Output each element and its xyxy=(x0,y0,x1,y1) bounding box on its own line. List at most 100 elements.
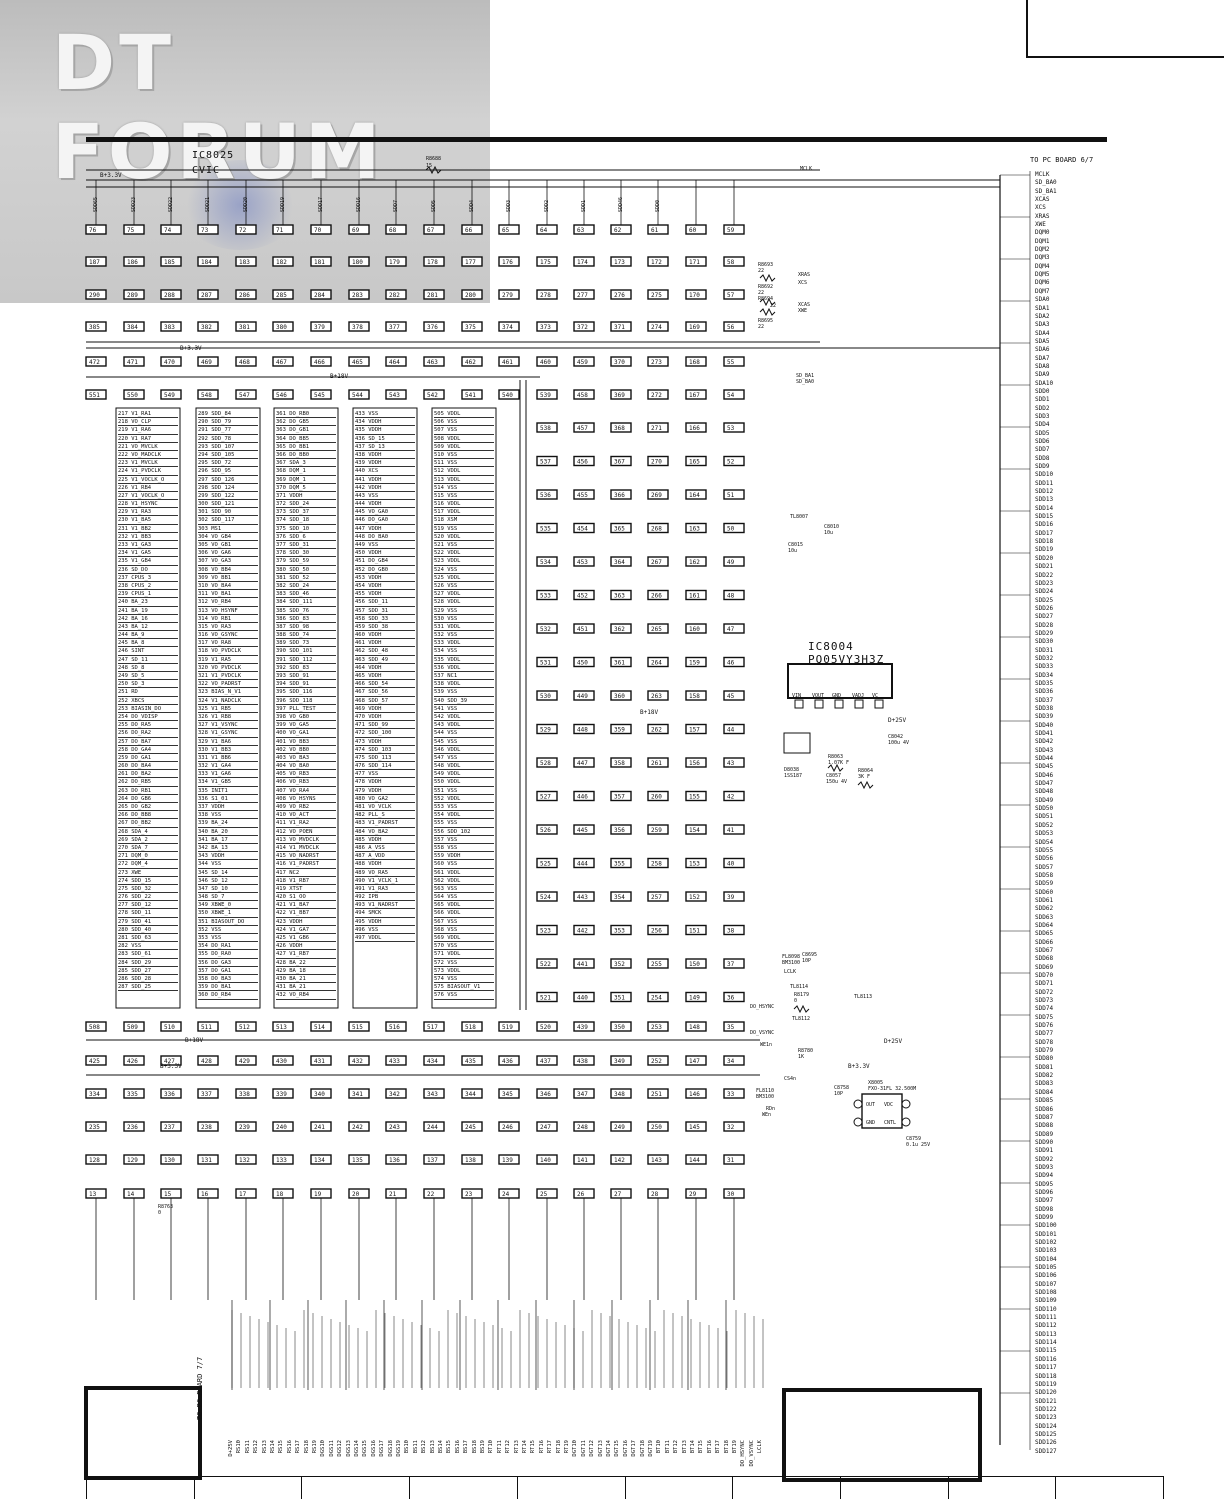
pin-table-row: 271 DQM_0 xyxy=(118,852,178,861)
connector-signal: SDA8 xyxy=(1035,362,1050,370)
pin-table-row: 571 VDDL xyxy=(434,950,494,959)
pin-pad xyxy=(85,1121,107,1132)
pin-table-row: 337 VDDH xyxy=(198,803,258,812)
pin-table-row: 302 SDD_117 xyxy=(198,516,258,525)
schematic-label: 144 xyxy=(689,1157,700,1164)
pin-table-row: 242 BA_16 xyxy=(118,615,178,623)
pin-table-row: 261 DO_BA2 xyxy=(118,770,178,779)
connector-signal: SDD1 xyxy=(1035,396,1050,404)
pin-table-row: 531 VDDL xyxy=(434,623,494,632)
schematic-label: R8763 xyxy=(158,1204,173,1210)
pin-table-row: 465 VDDH xyxy=(355,672,415,681)
pin-pad xyxy=(461,289,483,300)
connector-signal: SDD86 xyxy=(1035,1105,1054,1113)
connector-signal: SDD56 xyxy=(1035,855,1054,863)
schematic-label: 285 xyxy=(276,292,287,299)
schematic-label: 137 xyxy=(427,1157,438,1164)
schematic-label: 355 xyxy=(614,861,625,868)
bottom-connector-signal: BT19 xyxy=(732,1440,738,1454)
pin-table-row: 551 VSS xyxy=(434,787,494,795)
pin-table-row: 230 V1_BA5 xyxy=(118,516,178,525)
schematic-label: 50 xyxy=(727,526,735,533)
schematic-label: 470 xyxy=(164,359,175,366)
regulator-pin xyxy=(814,699,824,709)
schematic-label: 71 xyxy=(276,227,284,234)
schematic-label: 466 xyxy=(314,359,325,366)
schematic-label: 148 xyxy=(689,1024,700,1031)
schematic-label: 372 xyxy=(577,324,588,331)
pin-pad xyxy=(197,389,219,400)
connector-signal: SDD125 xyxy=(1035,1430,1057,1438)
pin-pad xyxy=(647,924,669,936)
pin-table-row: 283 SDD_61 xyxy=(118,950,178,959)
pin-table-row: 570 VSS xyxy=(434,942,494,951)
pin-table-row: 285 SDD_27 xyxy=(118,967,178,975)
connector-signal: SDD61 xyxy=(1035,896,1054,904)
title-block xyxy=(86,1476,1165,1499)
schematic-label: 430 xyxy=(276,1058,287,1065)
schematic-label: 63 xyxy=(577,227,585,234)
pin-table-row: 492 IPB xyxy=(355,893,415,902)
pin-pad xyxy=(536,857,558,869)
pin-table-row: 217 V1_RA1 xyxy=(118,410,178,419)
connector-signal: SDA6 xyxy=(1035,346,1050,354)
pin-pad xyxy=(272,1121,294,1132)
schematic-label: GND xyxy=(866,1120,875,1126)
pin-pad xyxy=(536,1088,558,1099)
schematic-label: 377 xyxy=(389,324,400,331)
connector-signal: SDD44 xyxy=(1035,755,1054,763)
pin-table-row: 250 SD_3 xyxy=(118,680,178,689)
pin-pad xyxy=(235,356,257,367)
pin-table-row: 308 VO_BB4 xyxy=(198,566,258,574)
pin-pad xyxy=(423,1055,445,1066)
schematic-label: 32 xyxy=(727,1124,735,1131)
pin-pad xyxy=(385,289,407,300)
schematic-label: 246 xyxy=(502,1124,513,1131)
schematic-label: 46 xyxy=(727,660,735,667)
pin-pad xyxy=(272,1088,294,1099)
pin-table-row: 404 VO_BA0 xyxy=(276,762,336,771)
connector-signal: SDD124 xyxy=(1035,1422,1057,1430)
schematic-label: 362 xyxy=(614,626,625,633)
connector-signal: SDD14 xyxy=(1035,504,1054,512)
pin-table-row: 362 DO_GB5 xyxy=(276,418,336,427)
pin-table-row: 307 VO_GA3 xyxy=(198,557,258,566)
connector-signal: SDD28 xyxy=(1035,621,1054,629)
crystal-oscillator xyxy=(861,1093,903,1129)
pin-pad xyxy=(573,389,595,400)
pin-table-row: 459 SDD_38 xyxy=(355,623,415,632)
pin-table-row: 430 BA_21 xyxy=(276,975,336,984)
pin-table-row: 357 DO_GA1 xyxy=(198,967,258,975)
connector-signal: DQM6 xyxy=(1035,279,1050,287)
schematic-label: 337 xyxy=(201,1091,212,1098)
pin-pad xyxy=(647,824,669,835)
pin-table-row: 523 VDDL xyxy=(434,557,494,566)
pin-pad xyxy=(610,857,632,869)
pin-table-row: 299 SDD_122 xyxy=(198,492,258,501)
pin-table-row: 549 VDDL xyxy=(434,770,494,779)
bottom-connector-signal: BT13 xyxy=(681,1440,688,1454)
schematic-label: 160 xyxy=(689,626,700,633)
schematic-label: 22 xyxy=(758,324,764,330)
pin-pad xyxy=(272,1021,294,1032)
schematic-label: 455 xyxy=(577,492,588,499)
pin-pad xyxy=(723,723,745,735)
schematic-label: 67 xyxy=(427,227,435,234)
pin-table-row: 257 DO_BA7 xyxy=(118,738,178,746)
title-cell xyxy=(1055,1477,1165,1499)
pin-table-row: 313 VO_HSYNF xyxy=(198,607,258,615)
pin-pad xyxy=(685,924,707,936)
pin-pad xyxy=(123,289,145,300)
title-cell xyxy=(516,1477,625,1499)
pin-table-row: 377 SDD_31 xyxy=(276,541,336,550)
pin-table-row: 295 SDD_72 xyxy=(198,459,258,468)
pin-table-row: 544 VSS xyxy=(434,729,494,738)
pin-pad xyxy=(573,958,595,969)
connector-signal: SDD53 xyxy=(1035,830,1054,838)
connector-signal: SDD23 xyxy=(1035,579,1054,587)
pin-table-row: 391 SDD_112 xyxy=(276,656,336,664)
pin-table-row: 524 VSS xyxy=(434,566,494,574)
pin-table-row: 282 VSS xyxy=(118,942,178,951)
pin-table-row: 455 VDDH xyxy=(355,590,415,599)
pin-pad xyxy=(723,289,745,300)
